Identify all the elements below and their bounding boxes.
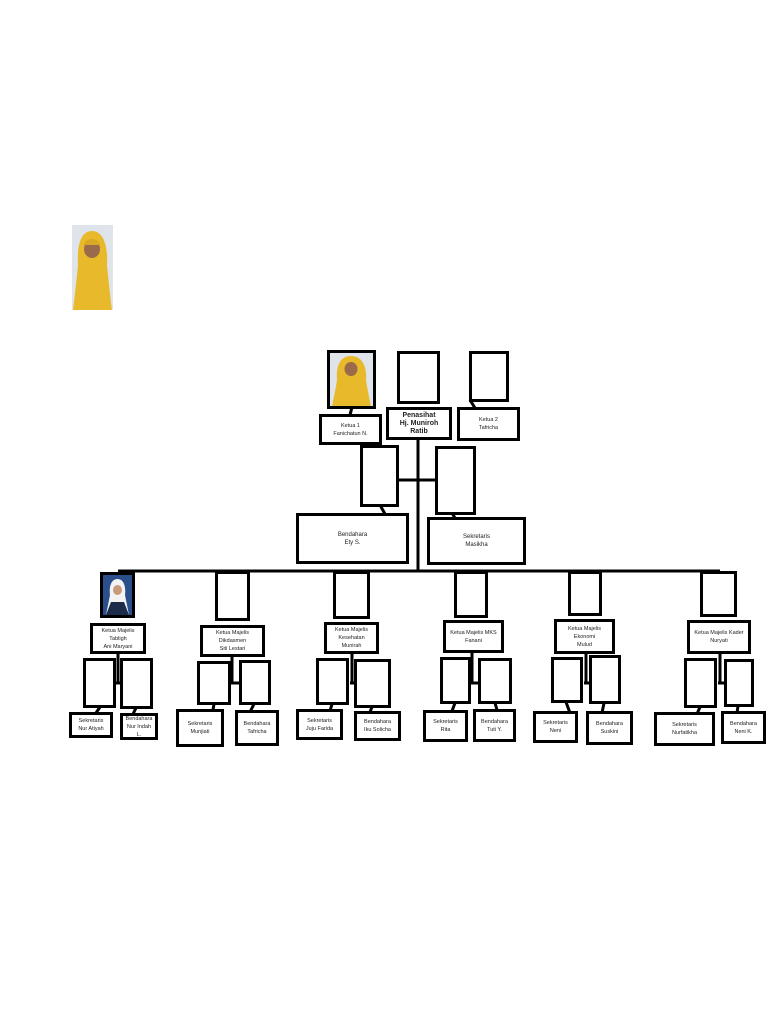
- council-1-name: Ani Maryani: [103, 643, 133, 650]
- treasurer-role: Bendahara: [337, 531, 368, 538]
- council-1-sec-box: Sekretaris Nur Atiyah: [69, 712, 113, 738]
- council-5-photo-frame: [568, 571, 602, 616]
- council-3-tre-box: Bendahara Iku Solicha: [354, 711, 401, 741]
- council-5-head-box: Ketua Majelis Ekonomi Mulud: [554, 619, 615, 654]
- secretary-role: Sekretaris: [462, 534, 490, 540]
- council-4-tre-photo-frame: [478, 658, 512, 704]
- council-4-sec-photo-frame: [440, 657, 471, 704]
- council-4-tre-name: Tuti Y.: [487, 726, 502, 733]
- chair2-photo-frame: [469, 351, 509, 402]
- chair1-photo-frame: [327, 350, 376, 409]
- council-6-head-box: Ketua Majelis Kader Nuryati: [687, 620, 751, 654]
- council-1-sec-photo-frame: [83, 658, 116, 708]
- council-4-sec-role: Sekretaris: [433, 719, 458, 725]
- council-4-sec-name: Rita: [440, 727, 451, 733]
- woman-in-yellow-hijab-icon: [72, 225, 113, 310]
- council-6-tre-box: Bendahara Neni K.: [721, 711, 766, 744]
- woman-in-yellow-hijab-icon: [330, 353, 373, 406]
- council-5-title: Ketua Majelis Ekonomi: [567, 625, 602, 640]
- council-5-tre-name: Suskini: [600, 729, 619, 735]
- council-1-tre-role: Bendahara: [125, 715, 153, 722]
- council-6-name: Nuryati: [710, 638, 728, 644]
- secretary-photo-frame: [435, 446, 476, 515]
- council-6-tre-photo-frame: [724, 659, 754, 707]
- advisor-name: Hj. Muniroh Ratib: [399, 419, 439, 435]
- council-6-sec-name: Nurfatikha: [671, 730, 698, 736]
- council-3-tre-role: Bendahara: [364, 719, 391, 725]
- council-1-sec-name: Nur Atiyah: [78, 726, 104, 732]
- council-4-photo-frame: [454, 571, 488, 618]
- council-5-name: Mulud: [577, 641, 592, 648]
- council-4-sec-box: Sekretaris Rita: [423, 710, 468, 742]
- council-4-tre-box: Bendahara Tuti Y.: [473, 709, 516, 742]
- council-3-tre-photo-frame: [354, 659, 391, 708]
- council-4-tre-role: Bendahara: [481, 718, 508, 725]
- council-3-sec-box: Sekretaris Juju Farida: [296, 709, 343, 740]
- council-2-sec-box: Sekretaris Munjiati: [176, 709, 224, 747]
- treasurer-box: Bendahara Ety S.: [296, 513, 409, 564]
- council-1-tre-photo-frame: [120, 658, 153, 709]
- council-5-tre-role: Bendahara: [596, 721, 623, 727]
- chair2-role: Ketua 2: [479, 417, 498, 423]
- chair1-role: Ketua 1: [341, 422, 360, 429]
- council-4-head-box: Ketua Majelis MKS Fanani: [443, 620, 504, 653]
- council-3-photo-frame: [333, 571, 370, 619]
- council-2-sec-name: Munjiati: [190, 729, 210, 735]
- advisor-photo-frame: [397, 351, 440, 404]
- council-6-title: Ketua Majelis Kader: [694, 630, 744, 636]
- council-6-sec-photo-frame: [684, 658, 717, 708]
- council-3-sec-name: Juju Farida: [305, 725, 334, 732]
- treasurer-name: Ety S.: [344, 539, 361, 546]
- chair1-name: Fanichatun N.: [333, 430, 368, 437]
- loose-portrait-photo: [72, 225, 113, 310]
- council-5-sec-photo-frame: [551, 657, 583, 703]
- council-2-tre-box: Bendahara Tafricha: [235, 710, 279, 746]
- council-6-sec-box: Sekretaris Nurfatikha: [654, 712, 715, 746]
- council-6-tre-role: Bendahara: [730, 720, 757, 727]
- woman-in-white-hijab-icon: [103, 575, 132, 615]
- council-2-tre-photo-frame: [239, 660, 271, 705]
- council-1-tre-box: Bendahara Nur Indah L.: [120, 713, 158, 740]
- council-2-title: Ketua Majelis Dikdasmen: [215, 630, 250, 644]
- council-2-tre-role: Bendahara: [243, 721, 271, 727]
- council-5-sec-name: Neni: [549, 728, 562, 734]
- treasurer-photo-frame: [360, 445, 399, 507]
- council-3-title: Ketua Majelis Kesehatan: [334, 627, 369, 641]
- council-6-photo-frame: [700, 571, 737, 617]
- council-4-name: Fanani: [465, 637, 482, 644]
- council-4-title: Ketua Majelis MKS: [450, 629, 497, 636]
- council-2-name: Siti Lestari: [219, 646, 246, 652]
- advisor-box: Penasihat Hj. Muniroh Ratib: [386, 407, 452, 440]
- chair1-box: Ketua 1 Fanichatun N.: [319, 414, 382, 445]
- council-5-tre-box: Bendahara Suskini: [586, 711, 633, 745]
- council-3-head-box: Ketua Majelis Kesehatan Munirah: [324, 622, 379, 654]
- council-5-tre-photo-frame: [589, 655, 621, 704]
- council-1-sec-role: Sekretaris: [78, 718, 104, 724]
- council-2-tre-name: Tafricha: [247, 729, 267, 735]
- secretary-name: Masikha: [465, 542, 488, 548]
- council-3-sec-role: Sekretaris: [307, 717, 332, 724]
- advisor-role: Penasihat: [402, 411, 436, 419]
- council-1-photo-frame: [100, 572, 135, 618]
- council-1-tre-name: Nur Indah L.: [126, 723, 152, 738]
- council-6-tre-name: Neni K.: [734, 728, 753, 735]
- chair2-box: Ketua 2 Tafricha: [457, 407, 520, 441]
- council-5-sec-role: Sekretaris: [543, 720, 568, 726]
- council-2-sec-photo-frame: [197, 661, 231, 705]
- council-3-sec-photo-frame: [316, 658, 349, 705]
- chair2-name: Tafricha: [478, 425, 499, 431]
- council-1-title: Ketua Majelis Tabligh: [101, 627, 135, 642]
- council-5-sec-box: Sekretaris Neni: [533, 711, 578, 743]
- council-2-sec-role: Sekretaris: [187, 721, 213, 727]
- secretary-box: Sekretaris Masikha: [427, 517, 526, 565]
- council-3-name: Munirah: [341, 643, 362, 649]
- council-2-head-box: Ketua Majelis Dikdasmen Siti Lestari: [200, 625, 265, 657]
- council-1-head-box: Ketua Majelis Tabligh Ani Maryani: [90, 623, 146, 654]
- council-2-photo-frame: [215, 571, 250, 621]
- council-6-sec-role: Sekretaris: [672, 722, 697, 728]
- council-3-tre-name: Iku Solicha: [364, 727, 391, 733]
